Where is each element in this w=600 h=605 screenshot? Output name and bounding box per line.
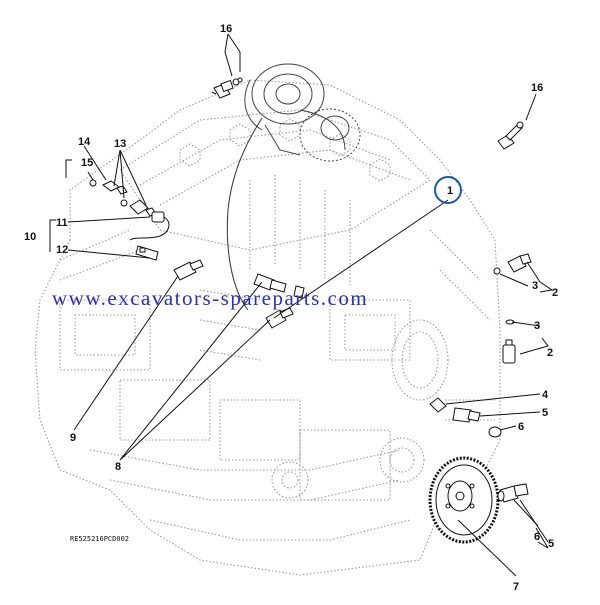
engine-block-outline (34, 79, 501, 576)
callout-16-top: 16 (220, 23, 232, 35)
highlight-circle (434, 176, 462, 204)
callout-16-right: 16 (531, 82, 543, 94)
fitting-5-6-lower (497, 483, 529, 503)
callout-11: 11 (56, 217, 68, 229)
connector-11 (129, 211, 170, 241)
sensor-16-right (497, 121, 524, 150)
sensor-14-15 (89, 179, 128, 195)
callout-13: 13 (114, 138, 126, 150)
sensor-8-lower (265, 307, 294, 329)
document-id: RE525216PCD002 (70, 535, 129, 543)
callout-2-upper: 2 (552, 287, 558, 299)
callout-8: 8 (115, 461, 121, 473)
callout-1: 1 (447, 185, 453, 197)
fitting-5-6 (452, 407, 502, 438)
sensor-16-top (211, 77, 243, 99)
sensor-13 (120, 199, 157, 217)
callout-labels: 1 2 2 3 3 4 5 5 6 6 7 8 9 10 11 12 13 14… (24, 23, 558, 593)
leader-lines (49, 33, 554, 577)
callout-4: 4 (542, 389, 549, 401)
callout-12: 12 (56, 244, 68, 256)
callout-2-middle: 2 (547, 347, 553, 359)
callout-3-middle: 3 (534, 320, 540, 332)
sensor-8-upper (253, 273, 305, 299)
harness-wire (226, 117, 263, 311)
callout-10: 10 (24, 231, 36, 243)
flywheel-ring-gear-7 (428, 456, 500, 544)
callout-3-upper: 3 (532, 280, 538, 292)
callout-5-lower: 5 (548, 538, 554, 550)
turbocharger (244, 63, 361, 162)
fitting-4 (429, 397, 447, 413)
callout-6-upper: 6 (518, 421, 524, 433)
sensor-2-upper (493, 253, 532, 275)
callout-5-upper: 5 (542, 407, 548, 419)
callout-14: 14 (78, 136, 91, 148)
callout-15: 15 (81, 157, 93, 169)
watermark-text: www.excavators-spareparts.com (52, 286, 368, 310)
connector-12 (135, 245, 159, 261)
sensor-2-middle (502, 319, 516, 364)
sensor-9 (173, 259, 204, 281)
callout-6-lower: 6 (534, 531, 540, 543)
callout-9: 9 (70, 432, 76, 444)
callout-7: 7 (513, 581, 519, 593)
